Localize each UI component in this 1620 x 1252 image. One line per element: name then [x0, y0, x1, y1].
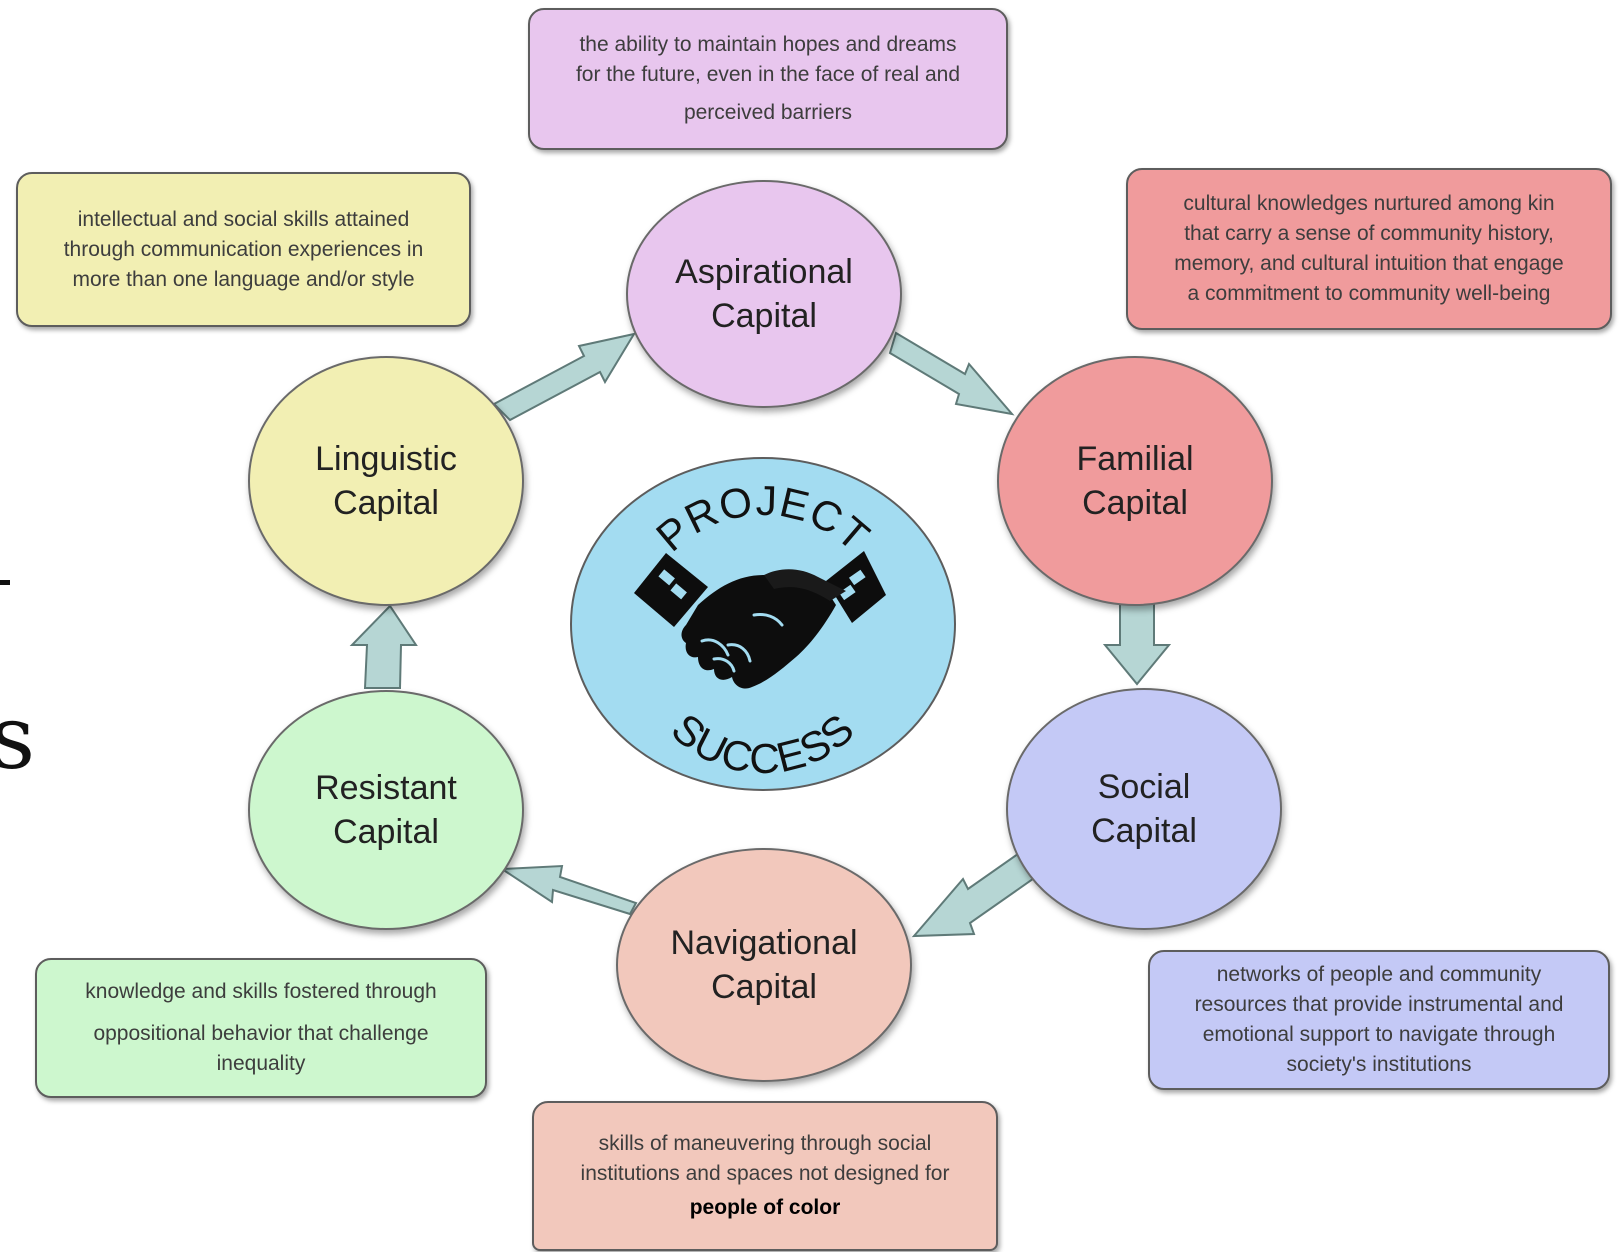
social-capital-node: Social Capital	[1006, 688, 1282, 930]
description-line: institutions and spaces not designed for	[580, 1162, 950, 1185]
cut-off-dash	[0, 580, 10, 585]
description-line: perceived barriers	[683, 101, 853, 124]
node-label-line2: Capital	[711, 297, 817, 335]
description-line: that carry a sense of community history,	[1184, 222, 1554, 245]
node-label-line1: Navigational	[670, 924, 858, 962]
arrow-familial-to-social	[1102, 603, 1172, 686]
description-line: emotional support to navigate through	[1202, 1023, 1556, 1046]
resistant-description-box: knowledge and skills fostered through op…	[35, 958, 487, 1098]
resistant-capital-node: Resistant Capital	[248, 690, 524, 930]
node-label-line1: Linguistic	[315, 440, 457, 478]
node-label-line2: Capital	[333, 813, 439, 851]
arrow-linguistic-to-aspirational	[492, 332, 637, 422]
navigational-capital-node: Navigational Capital	[616, 848, 912, 1082]
description-line: through communication experiences in	[63, 237, 424, 261]
description-line: intellectual and social skills attained	[77, 207, 410, 231]
node-label-line2: Capital	[711, 968, 817, 1006]
description-line: networks of people and community	[1216, 963, 1542, 986]
arrow-social-to-navigational	[911, 847, 1042, 938]
project-success-logo: PROJECT SUCCESS	[570, 457, 956, 791]
arrow-aspirational-to-familial	[888, 331, 1015, 416]
description-line: memory, and cultural intuition that enga…	[1174, 252, 1564, 275]
navigational-description-box: skills of maneuvering through social ins…	[532, 1101, 998, 1251]
description-line: resources that provide instrumental and	[1194, 993, 1564, 1016]
familial-description-box: cultural knowledges nurtured among kin t…	[1126, 168, 1612, 330]
node-label-line2: Capital	[1082, 484, 1188, 522]
description-line: skills of maneuvering through social	[598, 1132, 932, 1155]
linguistic-capital-node: Linguistic Capital	[248, 356, 524, 606]
description-line: more than one language and/or style	[72, 267, 415, 291]
node-label-line2: Capital	[1091, 812, 1197, 850]
description-line: society's institutions	[1286, 1053, 1472, 1076]
aspirational-description-box: the ability to maintain hopes and dreams…	[528, 8, 1008, 150]
arrow-resistant-to-linguistic	[349, 604, 418, 689]
description-line: the ability to maintain hopes and dreams	[579, 33, 957, 56]
description-line: for the future, even in the face of real…	[575, 63, 961, 86]
description-line: a commitment to community well-being	[1187, 282, 1551, 305]
node-label-line1: Social	[1097, 768, 1191, 806]
node-label-line1: Aspirational	[675, 253, 853, 291]
description-line: cultural knowledges nurtured among kin	[1183, 192, 1555, 215]
node-label-line1: Familial	[1076, 440, 1194, 478]
linguistic-description-box: intellectual and social skills attained …	[16, 172, 471, 327]
description-line: knowledge and skills fostered through	[85, 980, 437, 1003]
node-label-line1: Resistant	[315, 769, 457, 807]
description-line: inequality	[216, 1052, 306, 1075]
node-label-line2: Capital	[333, 484, 439, 522]
social-description-box: networks of people and community resourc…	[1148, 950, 1610, 1090]
description-line: oppositional behavior that challenge	[93, 1022, 429, 1045]
aspirational-capital-node: Aspirational Capital	[626, 180, 902, 408]
description-line: people of color	[689, 1196, 841, 1219]
arrow-navigational-to-resistant	[498, 864, 638, 916]
familial-capital-node: Familial Capital	[997, 356, 1273, 606]
cut-off-letter: s	[0, 686, 36, 789]
handshake-icon	[634, 551, 886, 689]
